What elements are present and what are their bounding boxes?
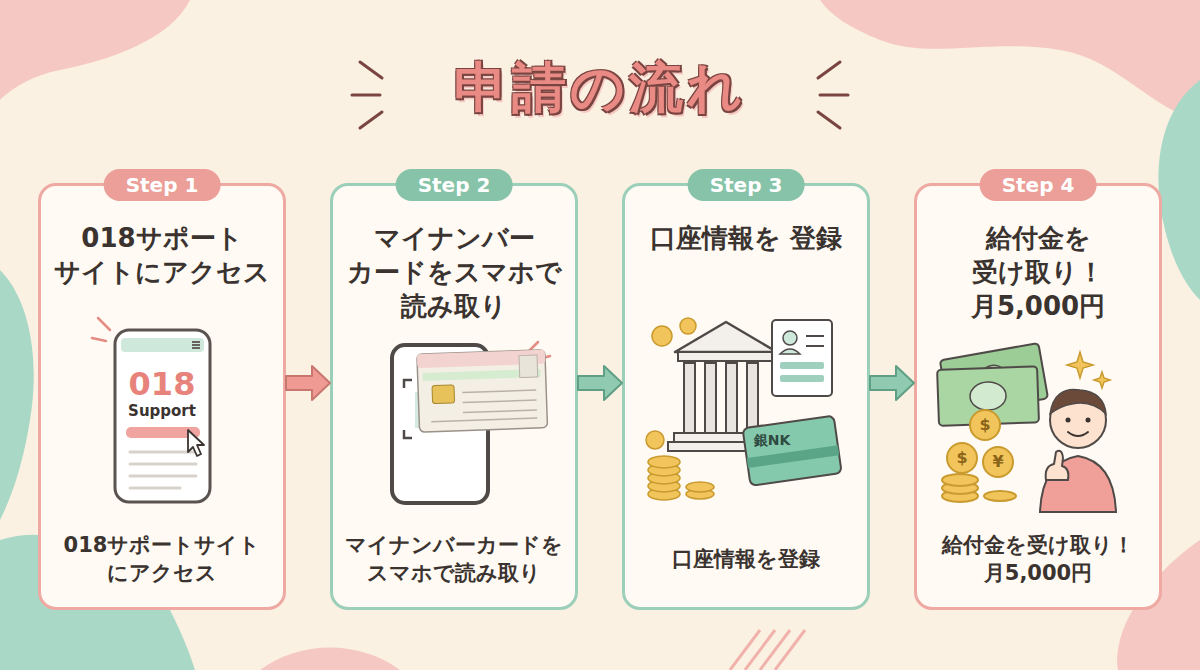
flow-arrow <box>578 366 622 400</box>
payout-illustration <box>937 343 1116 512</box>
bank-illustration <box>646 318 842 500</box>
step-heading: 給付金を 受け取り！ 月5,000円 <box>929 222 1147 323</box>
step-description: マイナンバーカードを スマホで読み取り <box>341 519 567 599</box>
step-heading: マイナンバー カードをスマホで 読み取り <box>345 222 563 323</box>
step-badge: Step 1 <box>104 169 221 201</box>
step-description: 給付金を受け取り！ 月5,000円 <box>925 519 1151 599</box>
step-description: 018サポートサイト にアクセス <box>49 519 275 599</box>
phone-illustration <box>92 318 210 502</box>
decor-stripes <box>730 630 805 670</box>
step-heading: 口座情報を 登録 <box>637 222 855 256</box>
card-scan-illustration <box>392 342 550 503</box>
step-heading: 018サポート サイトにアクセス <box>53 222 271 290</box>
step-badge: Step 4 <box>980 169 1097 201</box>
flow-arrow <box>286 366 330 400</box>
step-card: Step 2マイナンバー カードをスマホで 読み取りマイナンバーカードを スマホ… <box>330 183 578 610</box>
step-card: Step 4給付金を 受け取り！ 月5,000円給付金を受け取り！ 月5,000… <box>914 183 1162 610</box>
step-badge: Step 2 <box>396 169 513 201</box>
step-card: Step 3口座情報を 登録口座情報を登録 <box>622 183 870 610</box>
page-title: 申請の流れ <box>0 52 1200 125</box>
step-card: Step 1018サポート サイトにアクセス018サポートサイト にアクセス <box>38 183 286 610</box>
flow-arrow <box>870 366 914 400</box>
step-description: 口座情報を登録 <box>633 519 859 599</box>
step-badge: Step 3 <box>688 169 805 201</box>
